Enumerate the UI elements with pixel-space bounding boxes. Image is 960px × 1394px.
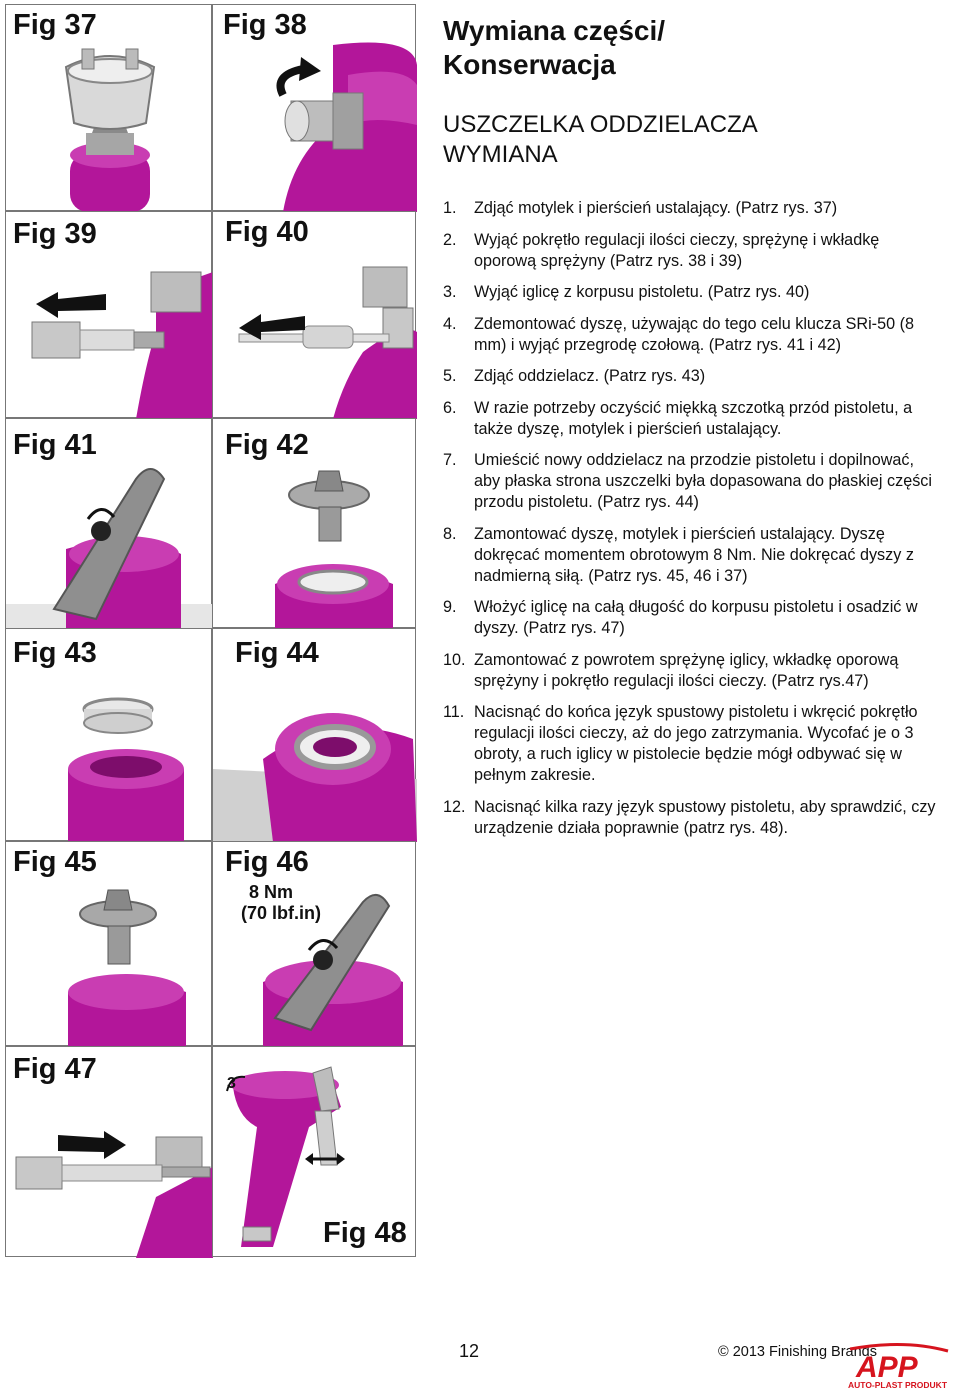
instruction-step: 8.Zamontować dyszę, motylek i pierścień … — [443, 524, 914, 585]
page-title-line-1: Wymiana części/ — [443, 15, 666, 46]
instruction-step: 2.Wyjąć pokrętło regulacji ilości cieczy… — [443, 230, 880, 270]
fig-47-panel: Fig 47 — [5, 1046, 213, 1258]
instruction-step: 4.Zdemontować dyszę, używając do tego ce… — [443, 314, 914, 354]
fig-38-illustration — [276, 42, 417, 212]
fig-46-label: Fig 46 — [225, 846, 309, 878]
fig-48-panel: 3 Fig 48 — [212, 1046, 416, 1257]
fig-42-illustration — [275, 470, 393, 629]
section-subtitle-line-1: USZCZELKA ODDZIELACZA — [443, 111, 758, 138]
instruction-step: 10.Zamontować z powrotem sprężynę iglicy… — [443, 650, 899, 690]
instruction-step: 3.Wyjąć iglicę z korpusu pistoletu. (Pat… — [443, 283, 810, 301]
fig-46-illustration — [263, 894, 403, 1047]
instruction-step: 5.Zdjąć oddzielacz. (Patrz rys. 43) — [443, 367, 706, 385]
instruction-step: 11.Nacisnąć do końca język spustowy pist… — [443, 703, 918, 784]
page-number: 12 — [459, 1341, 480, 1361]
instruction-step: 1.Zdjąć motylek i pierścień ustalający. … — [443, 199, 838, 217]
copyright-notice: © 2013 Finishing Brands — [718, 1344, 877, 1360]
section-subtitle-line-2: WYMIANA — [443, 141, 558, 168]
fig-41-illustration — [6, 468, 213, 629]
app-logo-graphic: APP AUTO-PLAST PRODUKT — [848, 1343, 949, 1390]
fig-44-panel: Fig 44 — [212, 628, 417, 842]
fig-38-panel: Fig 38 — [212, 4, 417, 212]
fig-48-label: Fig 48 — [323, 1217, 407, 1249]
fig-40-panel: Fig 40 — [212, 211, 417, 419]
fig-48-turns-label: 3 — [227, 1075, 236, 1092]
app-logo-text: APP — [855, 1351, 919, 1384]
instruction-step: 12.Nacisnąć kilka razy język spustowy pi… — [443, 797, 936, 837]
fig-43-illustration — [68, 697, 184, 842]
fig-41-panel: Fig 41 — [5, 418, 213, 629]
app-logo-subtext: AUTO-PLAST PRODUKT — [848, 1380, 948, 1390]
fig-45-panel: Fig 45 — [5, 841, 212, 1047]
fig-48-illustration — [226, 1066, 345, 1247]
instructions-heading: Wymiana części/ Konserwacja USZCZELKA OD… — [443, 14, 943, 170]
app-logo: APP AUTO-PLAST PRODUKT — [844, 1343, 952, 1390]
fig-39-illustration — [31, 271, 213, 419]
fig-47-label: Fig 47 — [13, 1053, 97, 1085]
figure-grid: Fig 37 Fig 38 Fig 39 — [5, 4, 417, 1258]
fig-44-illustration — [213, 713, 417, 842]
fig-40-illustration — [238, 266, 417, 419]
instruction-step: 6.W razie potrzeby oczyścić miękką szczo… — [443, 398, 913, 438]
fig-46-panel: Fig 46 8 Nm (70 lbf.in) — [212, 841, 416, 1047]
instruction-step: 7.Umieścić nowy oddzielacz na przodzie p… — [443, 451, 932, 511]
fig-45-label: Fig 45 — [13, 846, 97, 878]
fig-42-label: Fig 42 — [225, 429, 309, 461]
fig-38-label: Fig 38 — [223, 9, 307, 41]
fig-46-torque-annotation: 8 Nm (70 lbf.in) — [241, 882, 321, 924]
page-title: Wymiana części/ Konserwacja — [443, 14, 943, 82]
fig-39-label: Fig 39 — [13, 218, 97, 250]
fig-37-panel: Fig 37 — [5, 4, 212, 212]
fig-44-label: Fig 44 — [235, 637, 319, 669]
fig-45-illustration — [68, 889, 186, 1047]
fig-37-illustration — [64, 48, 156, 212]
section-subtitle: USZCZELKA ODDZIELACZA WYMIANA — [443, 110, 943, 170]
fig-42-panel: Fig 42 — [212, 418, 416, 629]
fig-41-label: Fig 41 — [13, 429, 97, 461]
fig-43-label: Fig 43 — [13, 637, 97, 669]
fig-40-label: Fig 40 — [225, 216, 309, 248]
fig-47-illustration — [15, 1131, 213, 1258]
fig-46-torque-nm: 8 Nm — [249, 882, 294, 902]
fig-39-panel: Fig 39 — [5, 211, 213, 419]
fig-43-panel: Fig 43 — [5, 628, 212, 842]
instruction-steps: 1.Zdjąć motylek i pierścień ustalający. … — [443, 198, 943, 849]
fig-37-label: Fig 37 — [13, 9, 97, 41]
fig-46-torque-lbf: (70 lbf.in) — [241, 903, 321, 923]
page-title-line-2: Konserwacja — [443, 49, 616, 80]
instruction-step: 9.Włożyć iglicę na całą długość do korpu… — [443, 598, 918, 637]
